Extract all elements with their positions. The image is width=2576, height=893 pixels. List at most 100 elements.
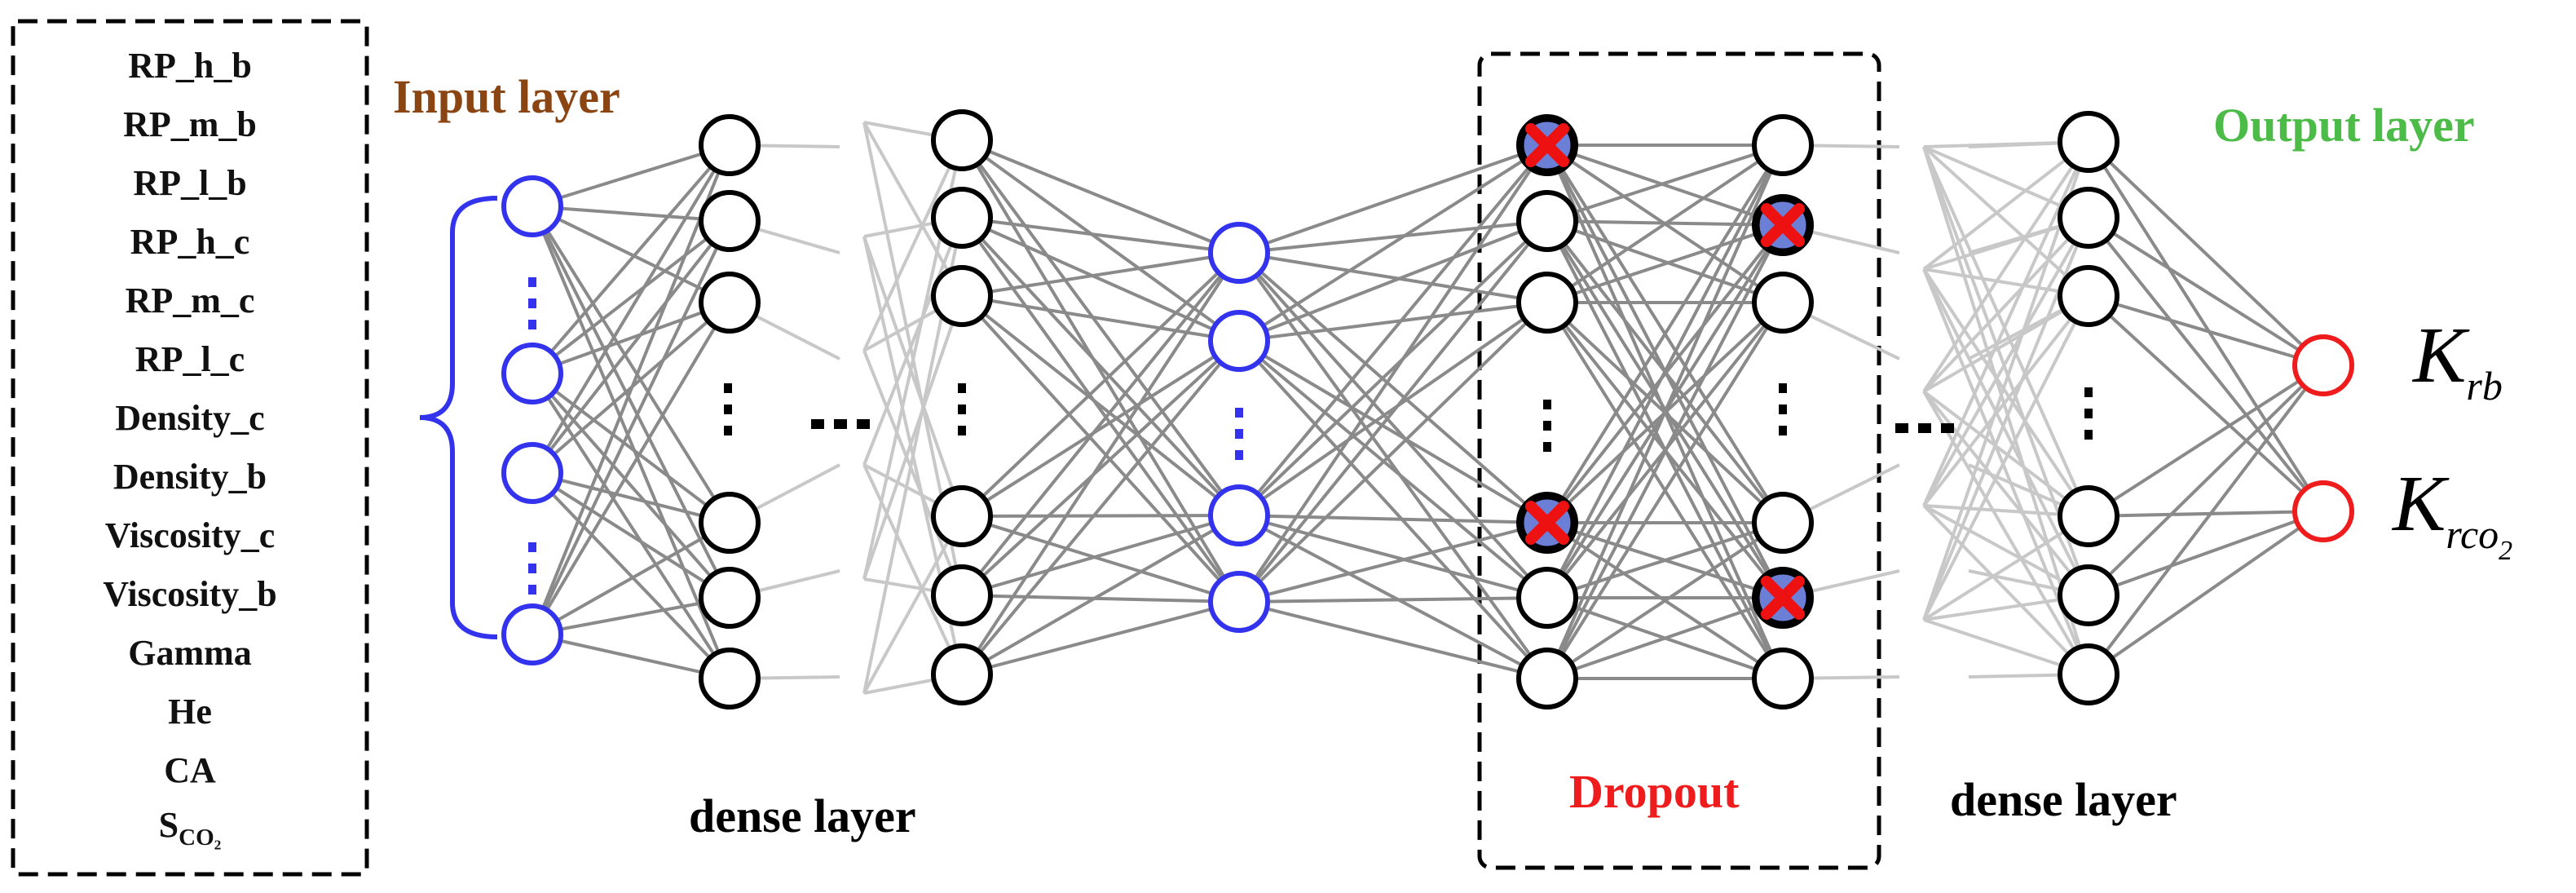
output-label-krco2-sub2: 2 xyxy=(2499,536,2512,566)
ellipsis-icon xyxy=(1779,405,1787,414)
partial-edge xyxy=(1922,390,2090,676)
feature-label: RP_h_c xyxy=(130,222,250,262)
feature-label: Gamma xyxy=(128,633,252,673)
ellipsis-icon xyxy=(724,426,732,435)
connection-edge xyxy=(532,633,730,680)
connection-edge xyxy=(961,216,1240,254)
feature-s-co2-sub: CO₂ xyxy=(179,824,221,851)
connection-edge xyxy=(531,144,731,375)
feature-label: RP_l_b xyxy=(133,163,246,203)
partial-edge xyxy=(1922,146,2090,517)
ellipsis-icon xyxy=(1918,423,1931,433)
ellipsis-icon xyxy=(958,405,966,414)
connection-edge xyxy=(1546,144,1784,227)
partial-edge xyxy=(1922,267,2090,518)
connection-edge xyxy=(1546,301,1784,680)
connection-edge xyxy=(1237,339,1549,524)
feature-label: Viscosity_b xyxy=(103,574,277,614)
connection-edge xyxy=(960,216,1241,603)
ellipsis-icon xyxy=(528,542,536,552)
network-decorations xyxy=(528,277,2093,595)
connection-edge xyxy=(531,372,731,599)
connection-edge xyxy=(2088,510,2324,518)
connection-edge xyxy=(960,139,1241,603)
partial-edge xyxy=(862,122,964,297)
ellipsis-icon xyxy=(528,320,536,329)
ellipsis-icon xyxy=(2084,409,2093,418)
output-label-krb: Krb xyxy=(2411,312,2503,409)
dense2-node xyxy=(931,643,993,705)
feature-label: Density_c xyxy=(115,398,264,438)
feature-s-co2: SCO₂ xyxy=(159,805,222,851)
ellipsis-icon xyxy=(528,564,536,573)
connection-edge xyxy=(960,216,1241,517)
partial-edge xyxy=(1922,504,2090,676)
connection-edge xyxy=(1238,596,1548,603)
ellipsis-icon xyxy=(1235,450,1243,460)
connection-edge xyxy=(960,339,1241,597)
connection-edge xyxy=(1238,301,1548,343)
ellipsis-icon xyxy=(1941,423,1954,433)
dense3-node xyxy=(2058,265,2119,327)
middle-node xyxy=(1208,222,1270,284)
connection-edge xyxy=(1238,600,1548,680)
dropout-marks xyxy=(1520,117,1811,626)
connection-edge xyxy=(1238,514,1548,680)
feature-label: He xyxy=(168,692,212,732)
connection-edge xyxy=(1237,301,1549,603)
feature-label: Density_b xyxy=(113,457,267,497)
connection-edge xyxy=(1238,514,1548,599)
ellipsis-icon xyxy=(958,383,966,393)
feature-label: RP_m_b xyxy=(123,104,257,144)
partial-edge xyxy=(862,236,964,517)
output-label-krco2-base: K xyxy=(2391,460,2450,548)
connection-edge xyxy=(532,596,730,636)
connection-edge xyxy=(531,372,731,680)
connection-edge xyxy=(531,206,731,679)
dense1-node xyxy=(699,190,761,252)
connection-edge xyxy=(1237,251,1549,599)
partial-edge xyxy=(1922,294,2090,507)
middle-node xyxy=(1208,571,1270,633)
output-node xyxy=(2292,480,2354,542)
dense1-node xyxy=(699,272,761,334)
dense2-node xyxy=(931,564,993,626)
partial-edge xyxy=(862,217,964,466)
connection-edge xyxy=(1238,219,1548,343)
connection-edge xyxy=(1546,144,1784,524)
output-label-krb-sub: rb xyxy=(2466,363,2502,409)
connection-edge xyxy=(1237,339,1549,599)
middle-node xyxy=(1208,310,1270,372)
connection-edge xyxy=(1546,144,1784,679)
connection-edge xyxy=(2087,140,2325,367)
output-label-krb-base: K xyxy=(2411,312,2470,400)
connection-edge xyxy=(531,205,731,524)
connection-edge xyxy=(2087,364,2325,597)
connection-edge xyxy=(2087,140,2325,513)
connection-edge xyxy=(960,294,1241,603)
ellipsis-icon xyxy=(1779,383,1787,393)
partial-edge xyxy=(862,350,964,596)
feature-label: RP_h_b xyxy=(128,46,252,86)
connection-edge xyxy=(1546,596,1784,680)
connection-edge xyxy=(961,515,1240,603)
output-label-krco2: Krco2 xyxy=(2391,460,2512,566)
connection-edge xyxy=(532,144,730,208)
partial-edge xyxy=(1922,216,2090,393)
connection-edge xyxy=(1546,521,1784,599)
ellipsis-icon xyxy=(528,298,536,308)
connection-edge xyxy=(531,471,731,680)
dropout2-node xyxy=(1752,492,1814,554)
dense-layer-label-2: dense layer xyxy=(1950,773,2177,826)
connection-edge xyxy=(961,594,1240,603)
connection-edge xyxy=(1237,144,1549,517)
connection-edge xyxy=(1546,144,1784,599)
ellipsis-icon xyxy=(1779,426,1787,435)
connection-edge xyxy=(960,339,1241,518)
dropout2-node xyxy=(1752,272,1814,334)
feature-list-box xyxy=(11,19,369,877)
connection-edge xyxy=(1238,219,1548,254)
partial-edge xyxy=(1922,140,2090,393)
ellipsis-icon xyxy=(1543,400,1551,409)
partial-edge xyxy=(862,515,964,694)
